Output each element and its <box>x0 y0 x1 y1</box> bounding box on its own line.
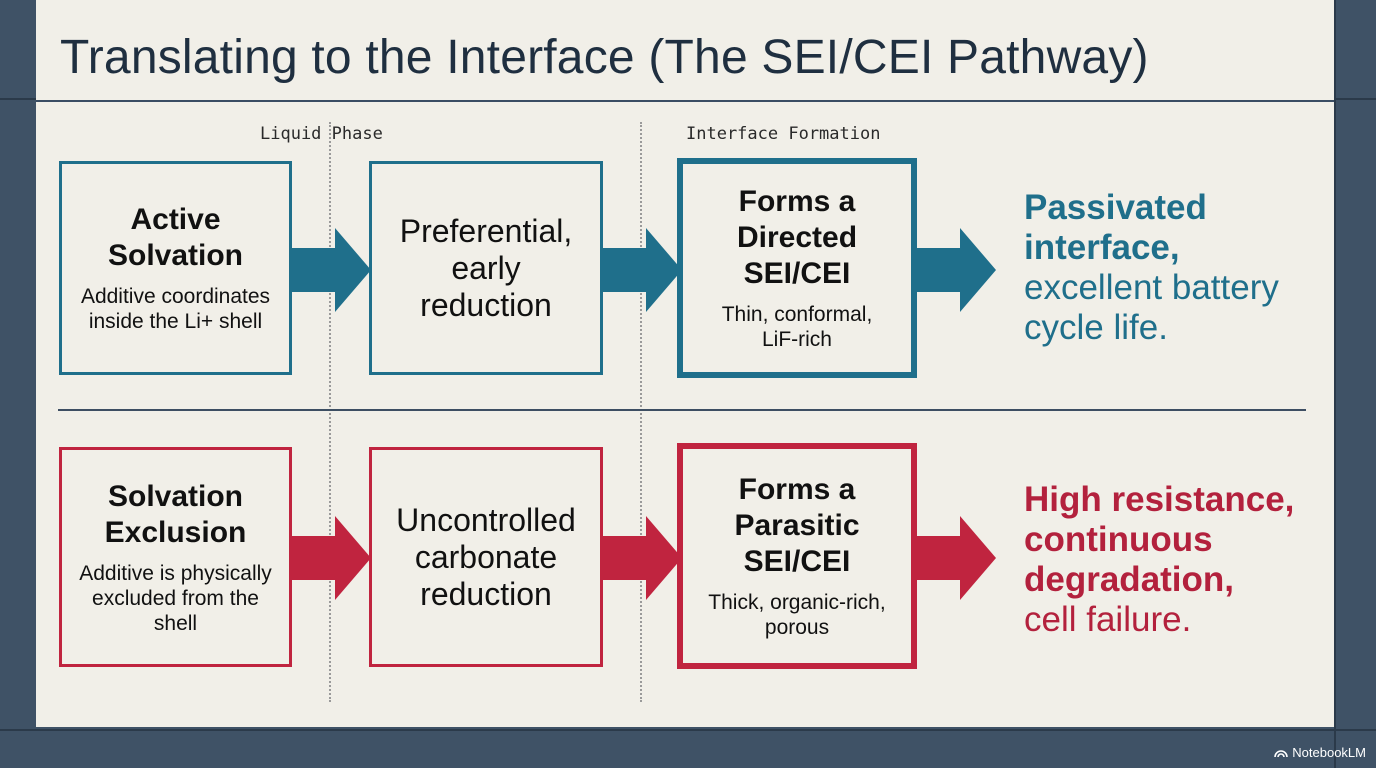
notebooklm-watermark: NotebookLM <box>1274 745 1366 760</box>
box-text: Uncontrolled carbonate reduction <box>396 501 576 612</box>
arrow-right-icon <box>916 516 996 600</box>
box-description: Thin, conformal, LiF-rich <box>721 303 873 351</box>
title-band: Translating to the Interface (The SEI/CE… <box>36 0 1334 102</box>
outcome-emphasis: Passivated interface, <box>1024 188 1207 267</box>
box-text: Preferential, early reduction <box>399 212 573 323</box>
outcome-negative: High resistance, continuous degradation,… <box>1024 480 1314 640</box>
arrow-right-icon <box>291 516 371 600</box>
outcome-positive: Passivated interface, excellent battery … <box>1024 188 1314 348</box>
arrow-right-icon <box>291 228 371 312</box>
outcome-emphasis: High resistance, continuous degradation, <box>1024 480 1295 599</box>
arrow-right-icon <box>602 228 682 312</box>
phase-label-liquid: Liquid Phase <box>260 124 383 144</box>
box-title: Forms a Parasitic SEI/CEI <box>734 473 860 578</box>
row-divider <box>58 409 1306 411</box>
page-title: Translating to the Interface (The SEI/CE… <box>60 31 1149 84</box>
box-description: Thick, organic-rich, porous <box>708 591 886 639</box>
box-title: Solvation Exclusion <box>104 479 247 549</box>
slide-panel: Translating to the Interface (The SEI/CE… <box>36 0 1334 727</box>
box-preferential-reduction: Preferential, early reduction <box>369 161 603 375</box>
arrow-right-icon <box>916 228 996 312</box>
box-active-solvation: Active Solvation Additive coordinates in… <box>59 161 292 375</box>
watermark-text: NotebookLM <box>1292 745 1366 760</box>
dotted-divider-1 <box>329 122 331 702</box>
box-solvation-exclusion: Solvation Exclusion Additive is physical… <box>59 447 292 667</box>
dotted-divider-2 <box>640 122 642 702</box>
phase-label-interface: Interface Formation <box>686 124 881 144</box>
notebooklm-logo-icon <box>1274 749 1289 757</box>
frame-line-bottom <box>0 729 1376 731</box>
box-title: Active Solvation <box>107 203 243 272</box>
box-directed-sei: Forms a Directed SEI/CEI Thin, conformal… <box>677 158 917 378</box>
box-title: Forms a Directed SEI/CEI <box>736 185 858 290</box>
arrow-right-icon <box>602 516 682 600</box>
box-uncontrolled-reduction: Uncontrolled carbonate reduction <box>369 447 603 667</box>
outcome-detail: cell failure. <box>1024 600 1192 639</box>
box-description: Additive is physically excluded from the… <box>79 561 272 635</box>
outcome-detail: excellent battery cycle life. <box>1024 268 1279 347</box>
frame-line-right <box>1334 0 1336 768</box>
box-parasitic-sei: Forms a Parasitic SEI/CEI Thick, organic… <box>677 443 917 669</box>
box-description: Additive coordinates inside the Li+ shel… <box>80 285 271 333</box>
